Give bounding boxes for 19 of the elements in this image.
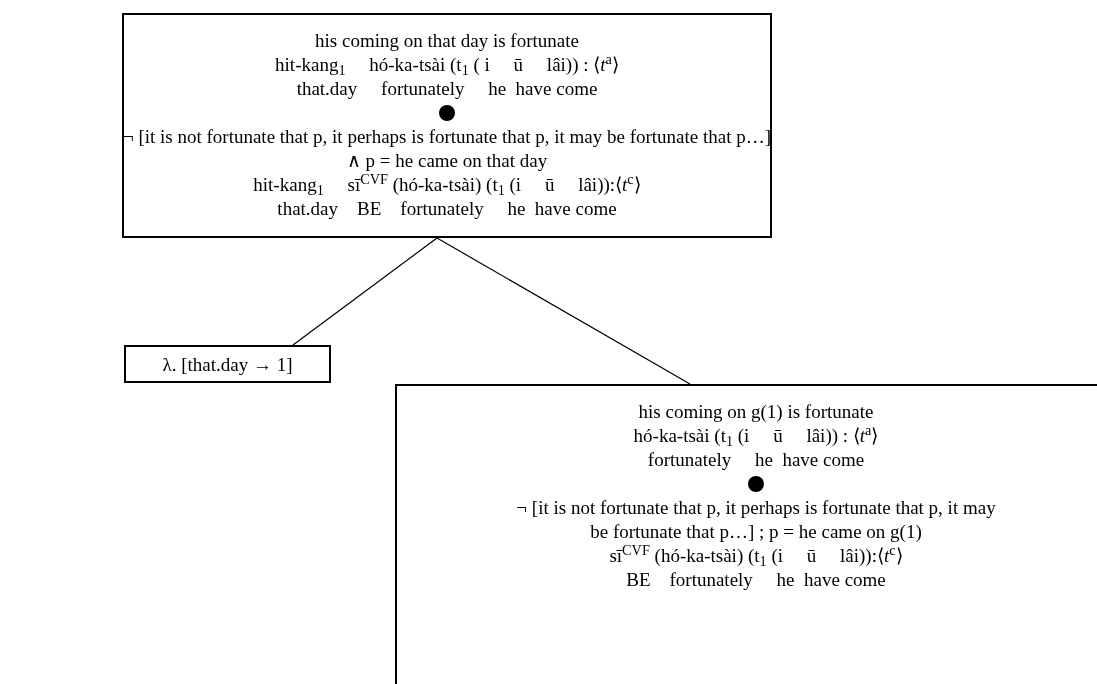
formula-line: his coming on g(1) is fortunate — [638, 400, 874, 424]
derivation-box — [122, 13, 772, 238]
tree-branch-line — [292, 237, 438, 346]
formula-line: λ. [that.day → 1] — [162, 353, 293, 377]
formula-line: hit-kang$_{1}$ sī$^{CVF}$ (hó-ka-tsài) (t$_{1}$ (i ū lâi)):⟨t$^{c}$⟩ — [253, 173, 641, 197]
formula-line: hit-kang$_{1}$ hó-ka-tsài (t$_{1}$ ( i ū lâi)) : ⟨t$^{a}$⟩ — [275, 53, 619, 77]
derivation-box — [395, 384, 1097, 684]
assignment-box — [124, 345, 331, 383]
formula-line: sī$^{CVF}$ (hó-ka-tsài) (t$_{1}$ (i ū lâi)):⟨t$^{c}$⟩ — [609, 544, 903, 568]
formula-line: ¬ [it is not fortunate that p, it perhaps is fortunate that p, it may be fortunate that p…] — [122, 125, 772, 149]
formula-line: that.day BE fortunately he have come — [277, 197, 617, 221]
tree-branch-line — [436, 237, 691, 385]
formula-line: his coming on that day is fortunate — [315, 29, 579, 53]
formula-line: ∧ p = he came on that day — [346, 149, 548, 173]
formula-line: BE fortunately he have come — [626, 568, 886, 592]
formula-line: ¬ [it is not fortunate that p, it perhaps is fortunate that p, it may be fortunate that p…] ; p = he came on g(1) — [516, 496, 996, 544]
formula-line: fortunately he have come — [647, 448, 865, 472]
formula-line: hó-ka-tsài (t$_{1}$ (i ū lâi)) : ⟨t$^{a}$⟩ — [633, 424, 879, 448]
formula-line: that.day fortunately he have come — [296, 77, 598, 101]
